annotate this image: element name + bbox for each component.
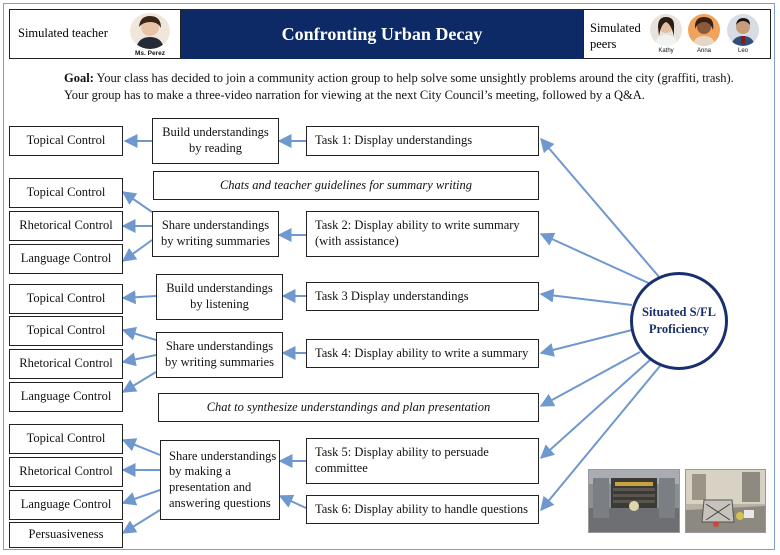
peer-avatar-anna (688, 14, 720, 46)
control-rhetorical-3: Rhetorical Control (9, 457, 123, 487)
control-language-1: Language Control (9, 244, 123, 274)
peer-avatar-kathy (650, 14, 682, 46)
peers-label: Simulated peers (590, 21, 641, 51)
control-topical-3: Topical Control (9, 284, 123, 314)
control-topical-2: Topical Control (9, 178, 123, 208)
proficiency-line-2: Proficiency (648, 322, 710, 336)
control-topical-1: Topical Control (9, 126, 123, 156)
proficiency-circle: Situated S/FL Proficiency (630, 272, 728, 370)
teacher-name: Ms. Perez (135, 50, 165, 57)
peers-panel: Simulated peers Kathy Anna Leo (583, 9, 771, 59)
goal-label: Goal: (64, 71, 94, 85)
photo-subway-stairs (588, 469, 680, 533)
control-language-3: Language Control (9, 490, 123, 520)
diagram-frame (3, 3, 775, 550)
task-1: Task 1: Display understandings (306, 126, 539, 156)
peer-name-kathy: Kathy (658, 48, 674, 54)
task-6: Task 6: Display ability to handle questi… (306, 495, 539, 524)
teacher-avatar (130, 13, 170, 49)
peer-name-anna: Anna (696, 48, 711, 54)
peer-avatar-leo (727, 14, 759, 46)
goal-statement: Goal: Your class has decided to join a c… (64, 70, 744, 104)
control-topical-5: Topical Control (9, 424, 123, 454)
control-language-2: Language Control (9, 382, 123, 412)
control-rhetorical-2: Rhetorical Control (9, 349, 123, 379)
teacher-label: Simulated teacher (18, 26, 108, 40)
control-rhetorical-1: Rhetorical Control (9, 211, 123, 241)
peer-name-leo: Leo (737, 48, 748, 54)
guideline-synthesize: Chat to synthesize understandings and pl… (158, 393, 539, 422)
proficiency-line-1: Situated S/FL (642, 305, 716, 320)
task-3: Task 3 Display understandings (306, 282, 539, 311)
teacher-panel: Simulated teacher Ms. Perez (9, 9, 181, 59)
page-title: Confronting Urban Decay (181, 9, 583, 59)
guideline-summary-writing: Chats and teacher guidelines for summary… (153, 171, 539, 200)
photo-street-trash (685, 469, 766, 533)
task-2: Task 2: Display ability to write summary… (306, 211, 539, 257)
goal-text: Your class has decided to join a communi… (64, 71, 734, 102)
task-4: Task 4: Display ability to write a summa… (306, 339, 539, 368)
control-persuasiveness: Persuasiveness (9, 522, 123, 548)
control-topical-4: Topical Control (9, 316, 123, 346)
